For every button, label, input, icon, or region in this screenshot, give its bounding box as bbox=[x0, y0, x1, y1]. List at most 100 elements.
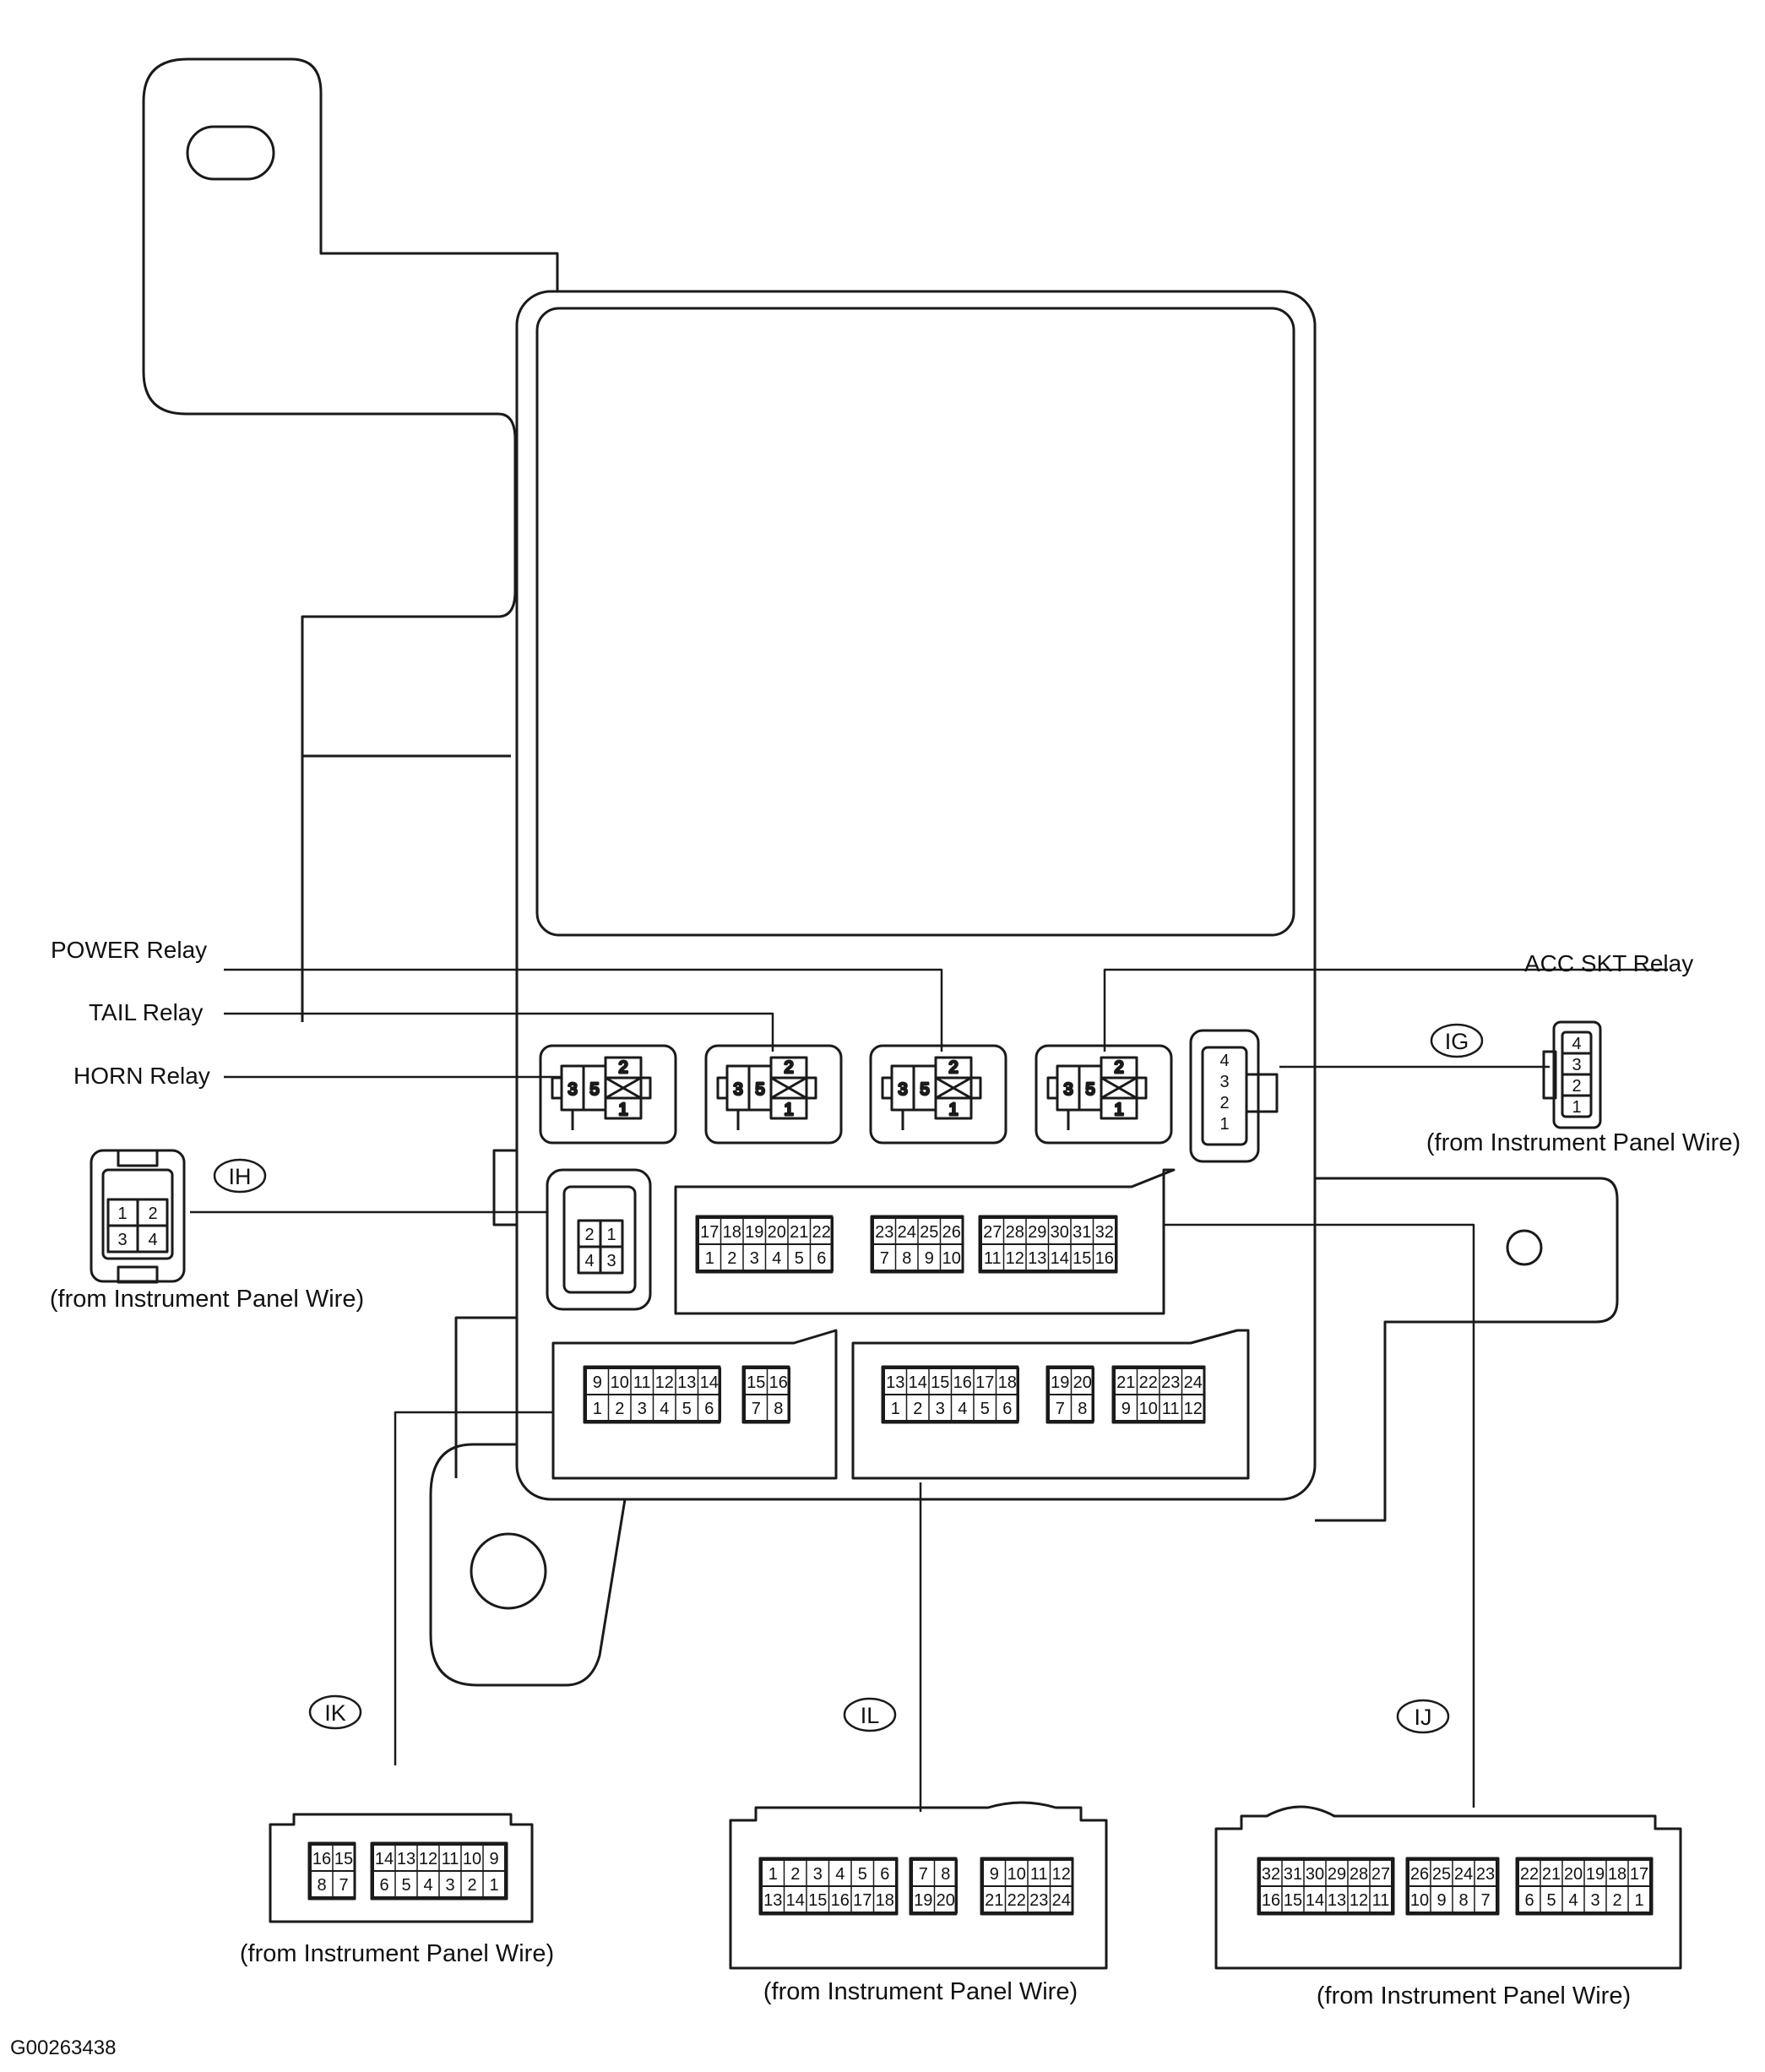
pin-label: 21 bbox=[1116, 1373, 1135, 1392]
pin-label: 17 bbox=[1630, 1865, 1648, 1884]
pin-label: 10 bbox=[1410, 1891, 1429, 1910]
pin-label: 3 bbox=[750, 1249, 759, 1268]
pin-label: 20 bbox=[937, 1891, 955, 1910]
power-relay-pin-2: 2 bbox=[948, 1058, 958, 1077]
pin-label: 10 bbox=[611, 1373, 629, 1392]
pin-label: 28 bbox=[1006, 1223, 1024, 1242]
pin-label: 16 bbox=[831, 1891, 850, 1910]
pin-label: 1 bbox=[489, 1876, 498, 1895]
pin-label: 26 bbox=[942, 1223, 961, 1242]
connector-tag-ih: IH bbox=[213, 1158, 267, 1194]
pin-label: 18 bbox=[998, 1373, 1017, 1392]
pin-label: 32 bbox=[1095, 1223, 1114, 1242]
ig-connector-pin: 4 bbox=[1572, 1035, 1581, 1053]
junction-block-housing bbox=[515, 290, 1317, 1501]
pin-label: 9 bbox=[489, 1850, 498, 1868]
pin-label: 16 bbox=[1095, 1249, 1114, 1268]
pin-label: 8 bbox=[941, 1865, 950, 1884]
ig-socket bbox=[1189, 1029, 1279, 1163]
pin-label: 22 bbox=[1007, 1891, 1026, 1910]
pin-label: 5 bbox=[980, 1400, 990, 1418]
pin-label: 18 bbox=[723, 1223, 741, 1242]
ij-socket bbox=[674, 1168, 1176, 1315]
pin-label: 20 bbox=[1564, 1865, 1583, 1884]
ig-connector-pin: 2 bbox=[1572, 1077, 1581, 1096]
pin-label: 2 bbox=[727, 1249, 736, 1268]
pin-label: 17 bbox=[700, 1223, 719, 1242]
pin-label: 16 bbox=[1262, 1891, 1280, 1910]
pin-label: 23 bbox=[875, 1223, 893, 1242]
pin-label: 15 bbox=[334, 1850, 353, 1868]
pin-label: 2 bbox=[1612, 1891, 1621, 1910]
tail-relay-pin-3: 3 bbox=[733, 1080, 742, 1099]
pin-label: 15 bbox=[1284, 1891, 1302, 1910]
fuse-cover-area bbox=[535, 307, 1295, 937]
pin-label: 12 bbox=[1006, 1249, 1024, 1268]
ih-socket-pin: 4 bbox=[584, 1252, 594, 1270]
pin-label: 30 bbox=[1051, 1223, 1069, 1242]
ig-connector-pin: 3 bbox=[1572, 1056, 1581, 1074]
pin-label: 9 bbox=[925, 1249, 934, 1268]
pin-label: 12 bbox=[1052, 1865, 1071, 1884]
pin-label: 28 bbox=[1350, 1865, 1368, 1884]
svg-text:IG: IG bbox=[1445, 1029, 1469, 1054]
pin-label: 11 bbox=[442, 1850, 459, 1868]
pin-label: 15 bbox=[747, 1373, 765, 1392]
pin-label: 16 bbox=[953, 1373, 972, 1392]
pin-label: 11 bbox=[984, 1249, 1002, 1268]
pin-label: 7 bbox=[1056, 1400, 1065, 1418]
pin-label: 24 bbox=[1052, 1891, 1071, 1910]
pin-label: 7 bbox=[880, 1249, 889, 1268]
pin-label: 16 bbox=[769, 1373, 788, 1392]
pin-label: 4 bbox=[423, 1876, 432, 1895]
svg-text:IL: IL bbox=[861, 1703, 880, 1728]
pin-label: 19 bbox=[1051, 1373, 1069, 1392]
figure-id: G00263438 bbox=[10, 2037, 116, 2059]
ih-connector-pin: 3 bbox=[117, 1231, 127, 1249]
pin-label: 6 bbox=[1002, 1400, 1012, 1418]
pin-label: 3 bbox=[813, 1865, 823, 1884]
ig-socket-pin: 2 bbox=[1219, 1094, 1229, 1112]
pin-label: 13 bbox=[1328, 1891, 1346, 1910]
ig-caption: (from Instrument Panel Wire) bbox=[1426, 1129, 1741, 1156]
pin-label: 10 bbox=[942, 1249, 961, 1268]
pin-label: 5 bbox=[1546, 1891, 1556, 1910]
pin-label: 8 bbox=[1078, 1400, 1087, 1418]
pin-label: 13 bbox=[886, 1373, 904, 1392]
pin-label: 22 bbox=[812, 1223, 831, 1242]
pin-label: 24 bbox=[1454, 1865, 1473, 1884]
pin-label: 22 bbox=[1139, 1373, 1158, 1392]
ih-socket-pin: 2 bbox=[584, 1226, 594, 1244]
horn-relay-pin-5: 5 bbox=[589, 1080, 599, 1099]
pin-label: 12 bbox=[1350, 1891, 1368, 1910]
acc-skt-relay-pin-2: 2 bbox=[1114, 1058, 1123, 1077]
pin-label: 15 bbox=[1073, 1249, 1091, 1268]
pin-label: 7 bbox=[1480, 1891, 1490, 1910]
pin-label: 21 bbox=[1542, 1865, 1561, 1884]
pin-label: 29 bbox=[1028, 1223, 1046, 1242]
pin-label: 16 bbox=[312, 1850, 331, 1868]
pin-label: 4 bbox=[1568, 1891, 1578, 1910]
pin-label: 1 bbox=[705, 1249, 714, 1268]
ig-socket-pin: 1 bbox=[1219, 1115, 1229, 1134]
acc-skt-relay-pin-3: 3 bbox=[1063, 1080, 1073, 1099]
pin-label: 9 bbox=[1436, 1891, 1446, 1910]
pin-label: 23 bbox=[1476, 1865, 1495, 1884]
pin-label: 5 bbox=[858, 1865, 867, 1884]
pin-label: 14 bbox=[1051, 1249, 1069, 1268]
pin-label: 7 bbox=[752, 1400, 761, 1418]
pin-label: 19 bbox=[745, 1223, 763, 1242]
horn-relay-label: HORN Relay bbox=[73, 1063, 210, 1089]
pin-label: 2 bbox=[615, 1400, 624, 1418]
tail-relay-pin-5: 5 bbox=[755, 1080, 764, 1099]
pin-label: 6 bbox=[1524, 1891, 1534, 1910]
pin-label: 19 bbox=[1586, 1865, 1605, 1884]
pin-label: 8 bbox=[902, 1249, 911, 1268]
